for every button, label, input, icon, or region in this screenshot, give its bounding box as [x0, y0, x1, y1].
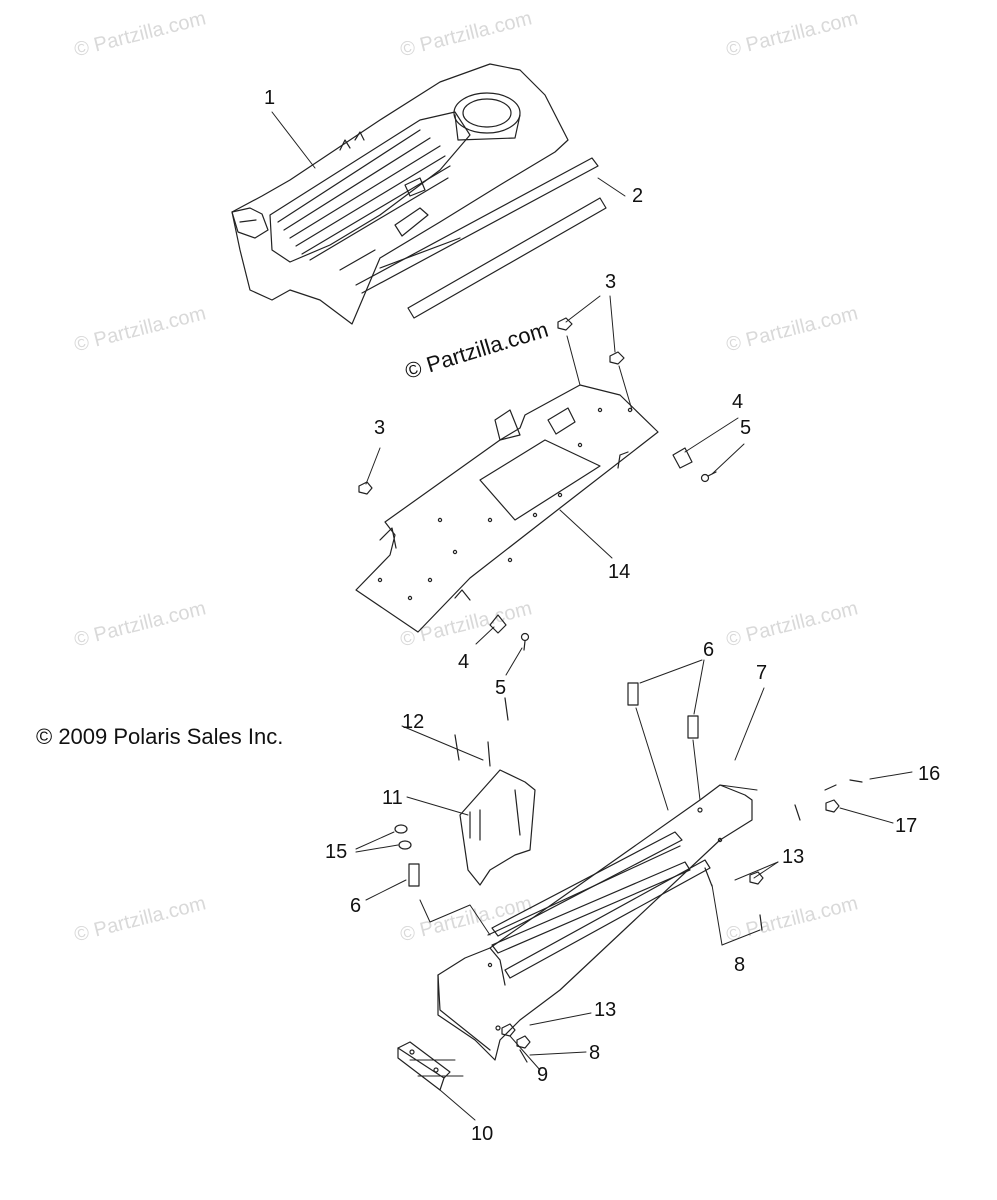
callout-label: 11: [382, 787, 403, 809]
callout-label: 5: [495, 677, 507, 699]
callout-label: 12: [402, 711, 425, 733]
copyright-text: © 2009 Polaris Sales Inc.: [36, 724, 284, 749]
callout-label: 13: [594, 999, 617, 1021]
callout-label: 4: [458, 651, 470, 673]
clip-part: [489, 447, 693, 634]
bracket-part: [459, 769, 536, 886]
footwell-tray-part: [437, 784, 753, 1061]
callout-label: 16: [918, 763, 941, 785]
callout-label: 6: [350, 895, 362, 917]
callout-label: 4: [732, 391, 744, 413]
callout-label: 5: [740, 417, 752, 439]
callout-label: 9: [537, 1064, 549, 1086]
trim-strip-part: [355, 157, 607, 319]
callout-label: 13: [782, 846, 805, 868]
callout-label: 8: [734, 954, 746, 976]
bracket-plate-part: [397, 1041, 451, 1091]
leader-lines: [271, 111, 913, 1121]
console-cover-part: [231, 63, 569, 325]
callout-label: 7: [756, 662, 768, 684]
callout-label: 2: [632, 185, 644, 207]
callout-label: 8: [589, 1042, 601, 1064]
callout-label: 6: [703, 639, 715, 661]
bolt-part: [454, 697, 863, 931]
callout-label: 3: [374, 417, 386, 439]
callout-label: 10: [471, 1123, 494, 1145]
callout-label: 15: [325, 841, 348, 863]
spacer-part: [408, 682, 699, 887]
callout-label: 17: [895, 815, 918, 837]
washer-part: [394, 824, 412, 850]
callout-label: 1: [264, 87, 276, 109]
callout-label: 14: [608, 561, 631, 583]
pin-part: [519, 784, 837, 1063]
nut-part: [501, 799, 840, 1049]
nut-part: [358, 317, 625, 495]
callout-label: 3: [605, 271, 617, 293]
floor-panel-part: [355, 384, 659, 633]
